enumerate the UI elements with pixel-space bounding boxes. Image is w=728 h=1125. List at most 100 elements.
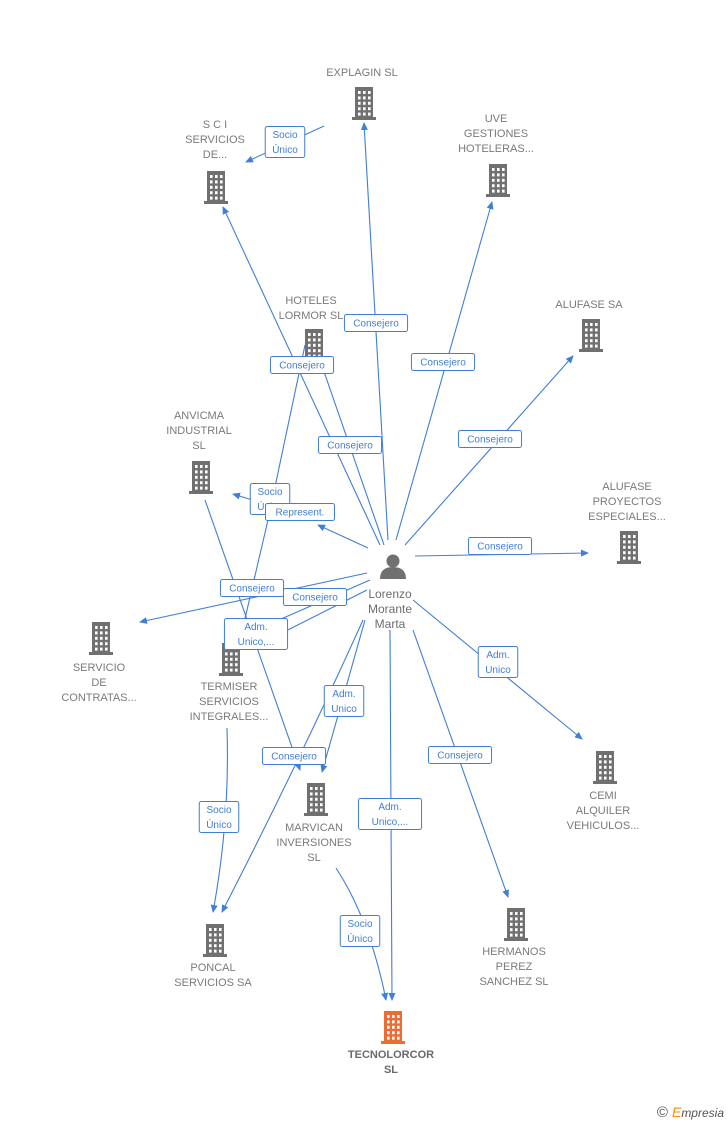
edge-label-text: Consejero bbox=[437, 751, 483, 762]
edge-label-text: Consejero bbox=[353, 319, 399, 330]
edge-label-e_uve[interactable]: Consejero bbox=[410, 353, 476, 371]
edge-label-e_explagin[interactable]: Consejero bbox=[343, 314, 409, 332]
edge-line bbox=[317, 524, 369, 549]
edge-label-text: Adm. bbox=[244, 622, 267, 633]
building-icon[interactable] bbox=[203, 924, 227, 957]
edge-label-text: Unico,... bbox=[238, 637, 275, 648]
company-label-line: EXPLAGIN SL bbox=[326, 67, 398, 79]
company-label-line: SL bbox=[192, 440, 205, 452]
company-label-line: UVE bbox=[485, 113, 508, 125]
edge-label-text: Unico bbox=[485, 665, 511, 676]
edges-layer bbox=[139, 122, 589, 1001]
company-node-hoteles[interactable]: HOTELES LORMOR SL bbox=[279, 295, 344, 362]
edge-label-text: Consejero bbox=[327, 441, 373, 452]
building-icon[interactable] bbox=[189, 461, 213, 494]
edge-label-e_cemi[interactable]: Adm.Unico bbox=[477, 646, 519, 678]
company-label-line: CONTRATAS... bbox=[61, 692, 136, 704]
edge-label-text: Consejero bbox=[229, 584, 275, 595]
person-label-line: Lorenzo bbox=[368, 587, 412, 601]
company-node-explagin[interactable]: EXPLAGIN SL bbox=[326, 67, 398, 120]
building-icon[interactable] bbox=[486, 164, 510, 197]
company-label-line: ALUFASE bbox=[602, 481, 652, 493]
building-icon[interactable] bbox=[593, 751, 617, 784]
company-label-explagin: EXPLAGIN SL bbox=[326, 67, 398, 79]
brand-name: mpresia bbox=[681, 1106, 724, 1120]
building-icon[interactable] bbox=[219, 643, 243, 676]
company-label-line: SANCHEZ SL bbox=[479, 976, 548, 988]
person-icon[interactable] bbox=[380, 554, 406, 580]
company-label-line: HERMANOS bbox=[482, 946, 546, 958]
edge-label-text: Adm. bbox=[378, 802, 401, 813]
edge-label-text: Unico bbox=[331, 704, 357, 715]
edge-label-e_sci2[interactable]: Consejero bbox=[317, 436, 383, 454]
edge-label-text: Socio bbox=[272, 130, 297, 141]
company-label-line: PROYECTOS bbox=[593, 496, 662, 508]
building-icon[interactable] bbox=[204, 171, 228, 204]
edge-label-e_termiser[interactable]: Consejero bbox=[282, 588, 348, 606]
edge-label-e_represent[interactable]: Represent. bbox=[265, 503, 335, 521]
edge-label-e_hoteles[interactable]: Consejero bbox=[269, 356, 335, 374]
company-label-line: TECNOLORCOR bbox=[348, 1049, 434, 1061]
company-label-line: CEMI bbox=[589, 790, 617, 802]
company-label-line: PEREZ bbox=[496, 961, 533, 973]
edge-label-text: Consejero bbox=[477, 542, 523, 553]
company-label-hermanos: HERMANOS PEREZ SANCHEZ SL bbox=[479, 946, 548, 988]
edge-label-e_poncal_cons[interactable]: Consejero bbox=[261, 747, 327, 765]
edge-label-text: Único bbox=[272, 143, 298, 156]
edge-label-e_tecno_adm[interactable]: Adm. Unico,... bbox=[357, 798, 423, 830]
building-icon[interactable] bbox=[579, 319, 603, 352]
company-label-line: ALUFASE SA bbox=[555, 299, 623, 311]
edge-line bbox=[222, 206, 381, 546]
building-icon[interactable] bbox=[381, 1011, 405, 1044]
company-label-line: SL bbox=[307, 852, 320, 864]
edge-label-e_alufase[interactable]: Consejero bbox=[457, 430, 523, 448]
company-label-line: MARVICAN bbox=[285, 822, 343, 834]
building-icon[interactable] bbox=[304, 783, 328, 816]
edge-label-text: Socio bbox=[347, 919, 372, 930]
company-label-line: SERVICIO bbox=[73, 662, 126, 674]
edge-label-e_servicio[interactable]: Consejero bbox=[219, 579, 285, 597]
company-label-line: TERMISER bbox=[201, 681, 258, 693]
edge-label-text: Consejero bbox=[467, 435, 513, 446]
edge-label-e_hermanos[interactable]: Consejero bbox=[427, 746, 493, 764]
edge-label-e_marvican[interactable]: Adm.Unico bbox=[323, 685, 365, 717]
building-icon[interactable] bbox=[89, 622, 113, 655]
company-label-line: S C I bbox=[203, 119, 227, 131]
company-label-line: PONCAL bbox=[190, 962, 235, 974]
edge-label-e_adm_unico_dots[interactable]: Adm. Unico,... bbox=[223, 618, 289, 650]
edge-label-text: Unico,... bbox=[372, 817, 409, 828]
company-node-hermanos[interactable]: HERMANOS PEREZ SANCHEZ SL bbox=[479, 908, 549, 988]
edge-label-text: Consejero bbox=[271, 752, 317, 763]
building-icon[interactable] bbox=[504, 908, 528, 941]
company-label-line: HOTELES bbox=[285, 295, 336, 307]
company-node-alufase[interactable]: ALUFASE SA bbox=[555, 299, 623, 352]
company-label-line: VEHICULOS... bbox=[567, 820, 640, 832]
edge-line bbox=[404, 355, 574, 546]
company-label-line: INDUSTRIAL bbox=[166, 425, 231, 437]
edge-label-e_alufase_pe[interactable]: Consejero bbox=[467, 537, 533, 555]
company-label-line: LORMOR SL bbox=[279, 310, 344, 322]
building-icon[interactable] bbox=[617, 531, 641, 564]
building-icon[interactable] bbox=[352, 87, 376, 120]
